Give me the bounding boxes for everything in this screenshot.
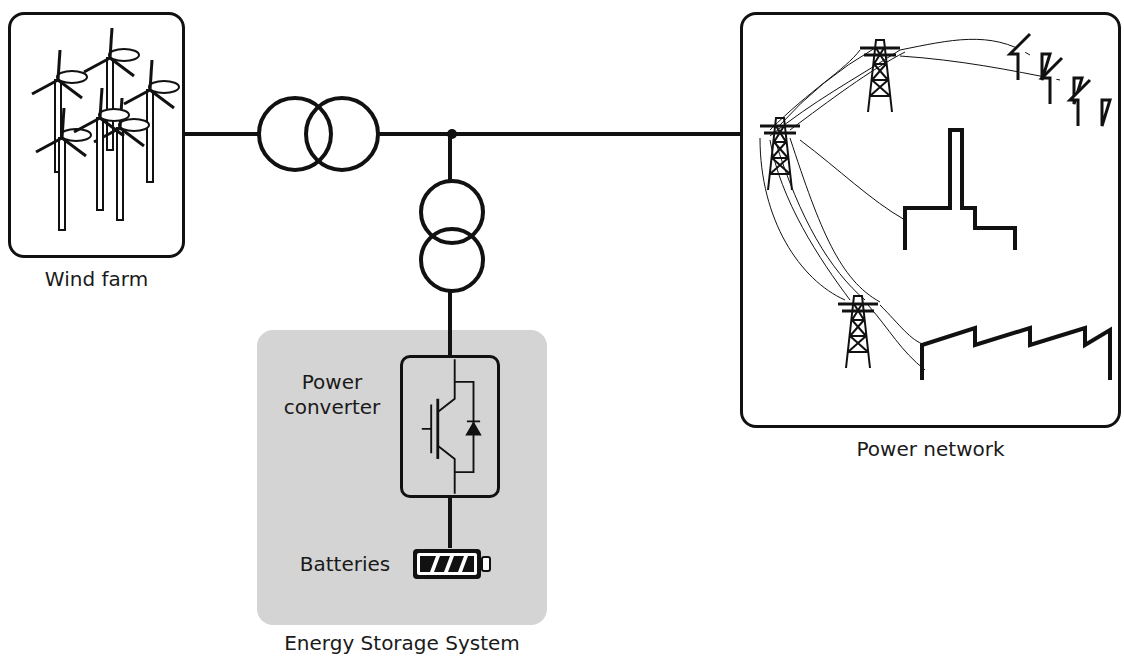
battery-icon: Batteries (412, 548, 492, 580)
storage-panel (257, 330, 547, 625)
power-line (448, 498, 452, 548)
junction-dot (447, 129, 457, 139)
transformer-symbol (259, 98, 378, 170)
node-label: Power network (856, 437, 1004, 462)
node-label: Energy Storage System (284, 631, 520, 656)
node-label: Power converter (273, 370, 391, 420)
node-label: Wind farm (45, 267, 148, 292)
wind-farm-box: Wind farm (8, 12, 185, 258)
wind-turbines (32, 28, 179, 230)
power-line (450, 134, 740, 355)
storage-system-panel: Energy Storage SystemPower converterBatt… (257, 330, 547, 625)
node-label: Batteries (290, 552, 400, 577)
converter-box: Power converter (400, 355, 500, 498)
power-network-box: Power network (740, 12, 1121, 428)
network-illustration (760, 34, 1110, 380)
transformer-symbol (421, 181, 483, 291)
